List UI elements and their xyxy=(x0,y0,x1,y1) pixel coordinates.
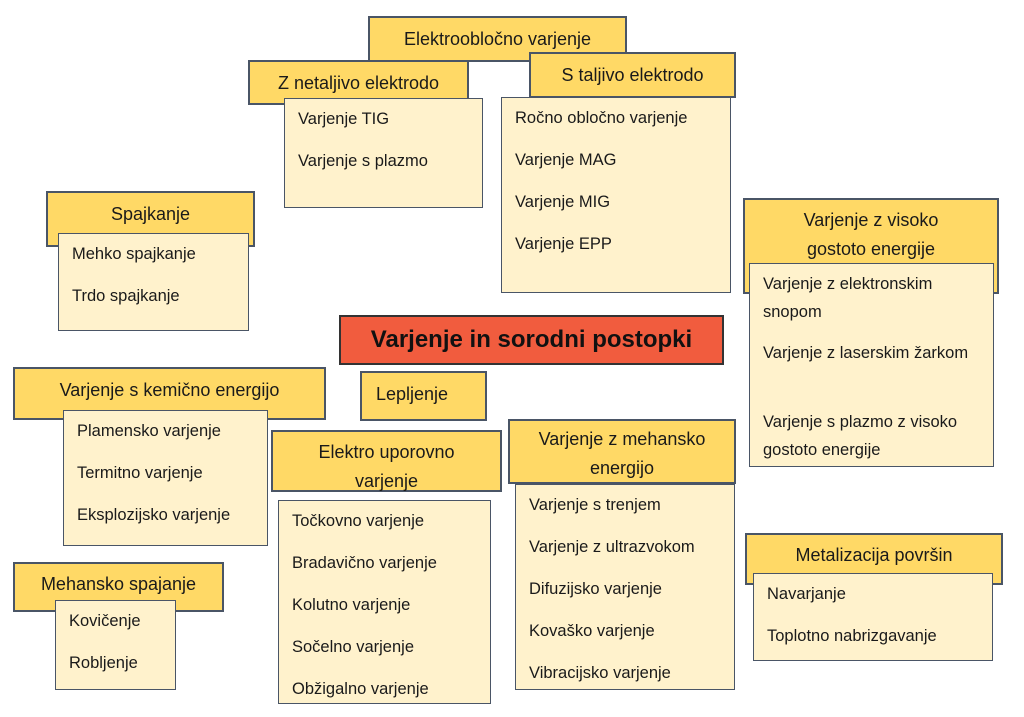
list-item: Varjenje z ultrazvokom xyxy=(529,538,695,556)
list-item: Mehko spajkanje xyxy=(72,245,196,263)
list-item: Varjenje s plazmo z visoko gostoto energ… xyxy=(763,413,958,459)
list-item: Obžigalno varjenje xyxy=(292,680,429,698)
list-item: Sočelno varjenje xyxy=(292,638,414,656)
list-item: Robljenje xyxy=(69,654,138,672)
group-elektroblocno-varjenje: Elektroobločno varjenje xyxy=(368,16,627,62)
diagram-title: Varjenje in sorodni postopki xyxy=(339,315,724,365)
list-item: Navarjanje xyxy=(767,585,846,603)
list-item: Kolutno varjenje xyxy=(292,596,411,614)
list-item: Trdo spajkanje xyxy=(72,287,180,305)
list-item: Termitno varjenje xyxy=(77,464,203,482)
list-item: Eksplozijsko varjenje xyxy=(77,506,231,524)
list-item: Toplotno nabrizgavanje xyxy=(767,627,937,645)
list-item: Kovičenje xyxy=(69,612,141,630)
group-netaljivo-list: Varjenje TIG Varjenje s plazmo xyxy=(284,98,483,208)
list-item: Varjenje MAG xyxy=(515,151,617,169)
list-item: Varjenje z elektronskim snopom xyxy=(763,275,933,321)
list-item: Difuzijsko varjenje xyxy=(529,580,662,598)
list-item: Varjenje z laserskim žarkom xyxy=(763,344,969,362)
list-item: Kovaško varjenje xyxy=(529,622,655,640)
list-item: Varjenje s plazmo xyxy=(298,152,428,170)
group-mehanska-header: Varjenje z mehansko energijo xyxy=(508,419,736,484)
list-item: Varjenje EPP xyxy=(515,235,612,253)
list-item: Varjenje MIG xyxy=(515,193,611,211)
list-item: Vibracijsko varjenje xyxy=(529,664,671,682)
group-lepljenje: Lepljenje xyxy=(360,371,487,421)
group-taljivo-header: S taljivo elektrodo xyxy=(529,52,736,98)
list-item: Plamensko varjenje xyxy=(77,422,221,440)
list-item: Bradavično varjenje xyxy=(292,554,437,572)
list-item: Točkovno varjenje xyxy=(292,512,425,530)
list-item: Varjenje TIG xyxy=(298,110,390,128)
group-uporovno-header: Elektro uporovno varjenje xyxy=(271,430,502,492)
list-item: Varjenje s trenjem xyxy=(529,496,661,514)
list-item: Ročno obločno varjenje xyxy=(515,109,688,127)
